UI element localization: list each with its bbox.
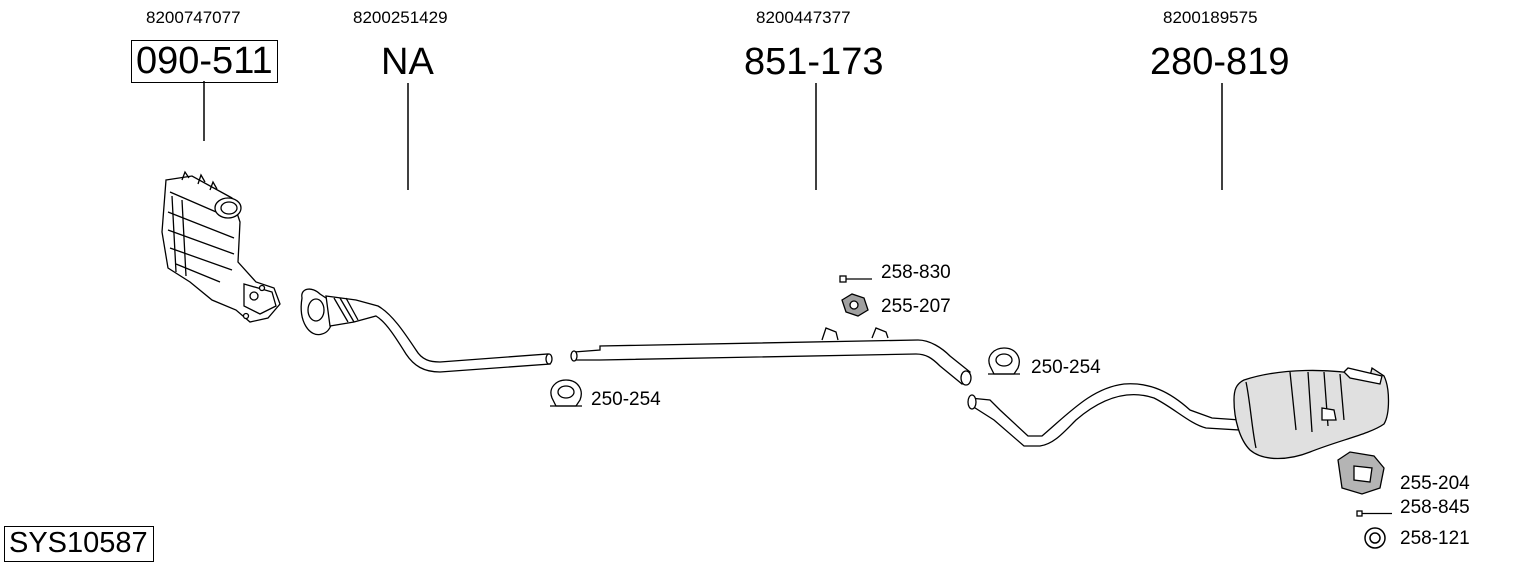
clamp-icon xyxy=(550,379,582,407)
part-number-middle-pipe[interactable]: 851-173 xyxy=(744,41,884,83)
label-bolt-258-845[interactable]: 258-845 xyxy=(1400,497,1470,518)
oem-number-catalyst: 8200747077 xyxy=(146,8,241,27)
oem-number-middle-pipe: 8200447377 xyxy=(756,8,851,27)
rubber-mount-icon xyxy=(841,293,869,317)
oem-number-rear-silencer: 8200189575 xyxy=(1163,8,1258,27)
bolt-icon xyxy=(1356,510,1392,517)
label-bolt-258-830[interactable]: 258-830 xyxy=(881,262,951,283)
system-id: SYS10587 xyxy=(4,526,154,562)
label-ring-258-121[interactable]: 258-121 xyxy=(1400,528,1470,549)
label-bracket-255-204[interactable]: 255-204 xyxy=(1400,473,1470,494)
front-pipe xyxy=(300,288,553,373)
label-clamp-250-254-rear[interactable]: 250-254 xyxy=(1031,357,1101,378)
label-clamp-250-254-front[interactable]: 250-254 xyxy=(591,389,661,410)
rear-silencer-assembly xyxy=(967,366,1390,460)
part-number-front-pipe[interactable]: NA xyxy=(381,41,434,83)
label-bracket-255-207[interactable]: 255-207 xyxy=(881,296,951,317)
catalytic-converter xyxy=(161,170,281,323)
clamp-icon xyxy=(988,347,1020,375)
oem-number-front-pipe: 8200251429 xyxy=(353,8,448,27)
bolt-icon xyxy=(839,275,872,283)
part-number-catalyst[interactable]: 090-511 xyxy=(131,40,278,83)
part-number-rear-silencer[interactable]: 280-819 xyxy=(1150,41,1290,83)
rubber-mount-icon xyxy=(1337,451,1385,495)
sealing-ring-icon xyxy=(1364,527,1386,549)
middle-pipe xyxy=(570,327,972,386)
